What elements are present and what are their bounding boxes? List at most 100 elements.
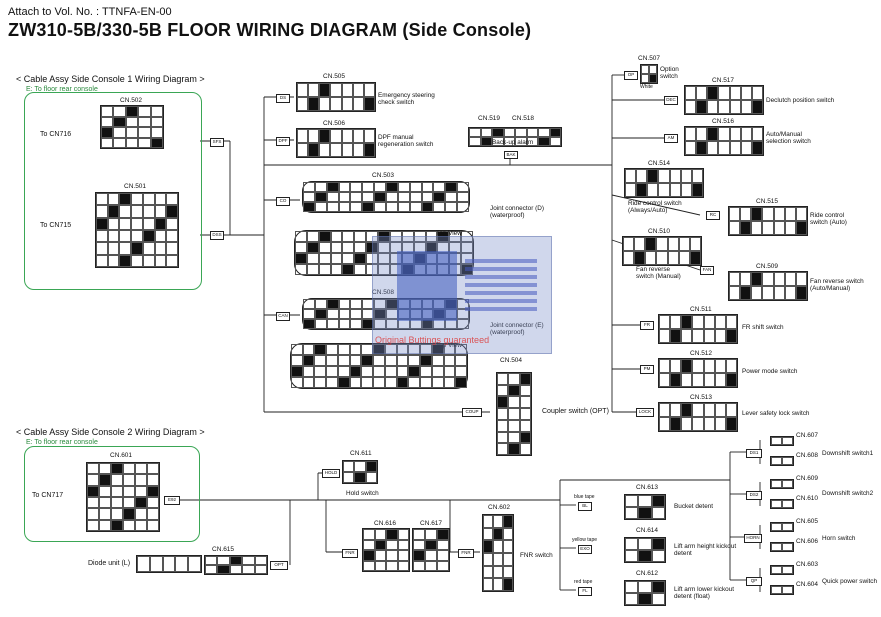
cn604-label: CN.604 <box>796 581 819 588</box>
connector-pin <box>373 366 385 377</box>
connector-pin <box>483 553 493 566</box>
connector-pin <box>437 560 449 571</box>
connector-pin <box>101 127 114 138</box>
connector-pin <box>308 83 320 97</box>
connector-pin <box>413 529 425 540</box>
connector-pin <box>87 474 99 486</box>
connector-pin <box>659 329 671 343</box>
connector-pin <box>420 366 432 377</box>
connector-pin <box>461 242 473 253</box>
connector-pin <box>408 355 421 366</box>
connector-pin <box>147 485 159 497</box>
connector-pin <box>691 169 703 183</box>
cn501-connector <box>95 192 179 268</box>
connector-pin <box>714 329 726 343</box>
connector-pin <box>425 560 437 571</box>
cn608-plug <box>770 456 794 466</box>
connector-pin <box>659 359 671 373</box>
connector-pin <box>99 485 111 497</box>
connector-pin <box>96 230 108 243</box>
cn617-connector <box>412 528 450 572</box>
cn602-label: CN.602 <box>488 504 511 511</box>
connector-pin <box>725 403 737 417</box>
connector-pin <box>549 128 561 137</box>
connector-pin <box>326 366 338 377</box>
cn613-label: CN.613 <box>636 484 659 491</box>
connector-pin <box>409 192 422 202</box>
connector-pin <box>740 207 752 221</box>
connector-pin <box>123 463 135 475</box>
section2-frame <box>24 446 200 542</box>
connector-pin <box>397 539 409 550</box>
cn519-label: CN.519 <box>478 115 501 122</box>
connector-pin <box>373 377 385 388</box>
cn505-connector <box>296 82 376 112</box>
connector-pin <box>421 202 434 212</box>
connector-pin <box>99 463 111 475</box>
tag-ds: DS <box>276 94 290 103</box>
connector-pin <box>493 527 503 541</box>
connector-pin <box>771 480 782 488</box>
connector-pin <box>135 463 147 475</box>
connector-pin <box>319 129 331 143</box>
connector-pin <box>538 137 550 146</box>
connector-pin <box>455 355 467 366</box>
connector-pin <box>361 377 374 388</box>
cn613-connector <box>624 494 666 520</box>
cn607-plug <box>770 436 794 446</box>
connector-pin <box>352 129 364 143</box>
connector-pin <box>363 560 375 571</box>
connector-pin <box>113 137 126 148</box>
connector-pin <box>437 539 449 550</box>
connector-pin <box>751 221 763 235</box>
connector-pin <box>330 264 343 275</box>
connector-pin <box>341 83 353 97</box>
connector-pin <box>142 242 155 255</box>
connector-pin <box>669 183 681 197</box>
blue-tape-label: blue tape <box>574 494 595 500</box>
connector-pin <box>291 366 303 377</box>
tag-qp: QP <box>746 577 762 586</box>
connector-pin <box>362 319 375 329</box>
connector-pin <box>386 319 398 329</box>
cn516-connector <box>684 126 764 156</box>
connector-pin <box>314 366 327 377</box>
connector-pin <box>497 443 509 455</box>
cn601-connector <box>86 462 160 532</box>
tag-coup: COUP <box>462 408 482 417</box>
connector-pin <box>342 264 355 275</box>
cn611-label: CN.611 <box>350 450 372 457</box>
connector-pin <box>707 86 719 100</box>
connector-pin <box>386 560 398 571</box>
connector-pin <box>508 384 520 397</box>
connector-pin <box>374 539 386 550</box>
connector-pin <box>469 128 481 137</box>
connector-pin <box>291 377 303 388</box>
cn510-connector <box>622 236 702 266</box>
cn605-label: CN.605 <box>796 518 819 525</box>
connector-pin <box>111 485 123 497</box>
connector-pin <box>413 560 425 571</box>
connector-pin <box>455 366 467 377</box>
connector-pin <box>131 205 143 218</box>
connector-pin <box>111 463 123 475</box>
connector-pin <box>519 384 531 397</box>
connector-pin <box>107 205 120 218</box>
connector-pin <box>119 242 132 255</box>
connector-pin <box>503 578 513 591</box>
connector-pin <box>318 242 331 253</box>
connector-pin <box>634 237 646 251</box>
connector-pin <box>493 515 503 528</box>
connector-pin <box>651 550 665 562</box>
connector-pin <box>638 538 652 550</box>
connector-pin <box>386 529 398 540</box>
cn509-connector <box>728 271 808 301</box>
tag-opt: OPT <box>270 561 288 570</box>
cn614-connector <box>624 537 666 563</box>
connector-pin <box>107 230 120 243</box>
connector-pin <box>147 463 159 475</box>
connector-pin <box>354 461 366 472</box>
connector-pin <box>443 377 456 388</box>
connector-pin <box>751 141 763 155</box>
connector-pin <box>651 507 665 519</box>
